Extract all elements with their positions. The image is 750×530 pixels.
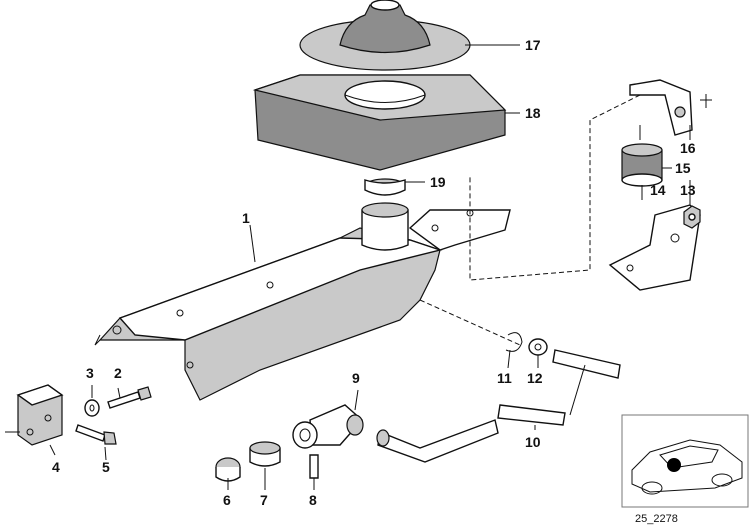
label-14: 14 <box>650 182 666 198</box>
label-11: 11 <box>497 370 512 386</box>
label-17: 17 <box>525 37 541 53</box>
leader-line-rod <box>419 299 521 346</box>
sound-insulation-block <box>252 74 507 171</box>
label-16: 16 <box>680 140 696 156</box>
washer-right <box>528 338 548 356</box>
reference-code: 25_2278 <box>635 513 678 525</box>
rubber-mount <box>621 125 663 200</box>
mounting-bracket-upper <box>629 79 712 136</box>
location-marker <box>667 458 681 472</box>
label-13: 13 <box>680 182 696 198</box>
label-12: 12 <box>527 370 543 386</box>
label-6: 6 <box>223 492 231 508</box>
hex-nut <box>683 205 701 229</box>
circlip <box>505 332 523 352</box>
shift-rod <box>376 349 621 463</box>
label-9: 9 <box>352 370 360 386</box>
label-8: 8 <box>309 492 317 508</box>
inset-frame <box>621 414 749 508</box>
washer-left <box>84 399 100 417</box>
end-cap <box>215 457 241 482</box>
label-19: 19 <box>430 174 446 190</box>
label-10: 10 <box>525 434 541 450</box>
shift-coupling <box>292 404 364 449</box>
label-5: 5 <box>102 459 110 475</box>
label-4: 4 <box>52 459 60 475</box>
label-3: 3 <box>86 365 94 381</box>
hex-bolt-lower <box>75 424 117 445</box>
leader-line-mount <box>469 94 641 281</box>
gear-lever-boot <box>299 0 471 71</box>
part-numbers: 1 2 3 4 5 6 7 8 9 10 11 12 13 14 15 16 1… <box>52 37 696 508</box>
split-bushing <box>249 441 281 467</box>
bushing-ring <box>364 178 406 196</box>
shift-console-bracket <box>94 202 511 401</box>
label-1: 1 <box>242 210 250 226</box>
label-15: 15 <box>675 160 691 176</box>
label-7: 7 <box>260 492 268 508</box>
label-leaders <box>49 44 691 490</box>
label-2: 2 <box>114 365 122 381</box>
vehicle-locator-inset <box>621 414 749 508</box>
hex-bolt-upper <box>107 386 152 409</box>
label-18: 18 <box>525 105 541 121</box>
rubber-block <box>5 384 64 446</box>
pin <box>309 454 319 479</box>
